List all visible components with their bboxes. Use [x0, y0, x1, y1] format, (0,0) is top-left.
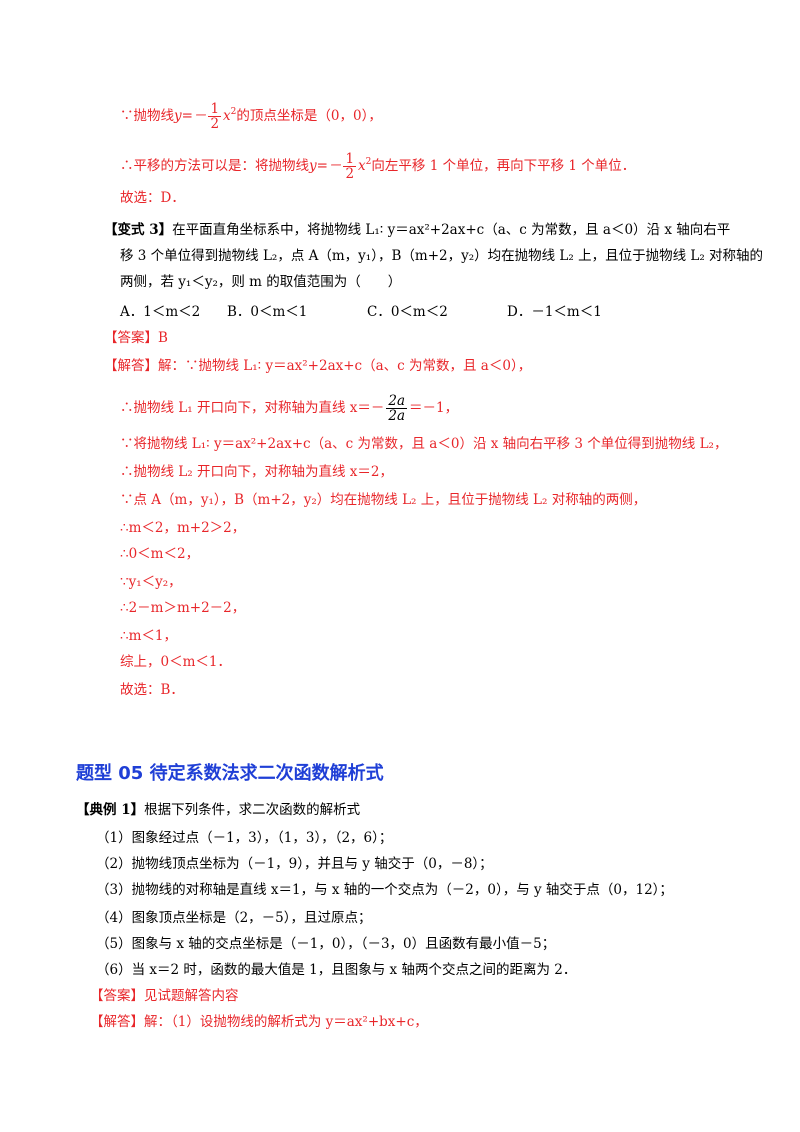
variant3-solution-line8: ∵y₁＜y₂， [120, 574, 182, 590]
example1-item-4: （4）图象顶点坐标是（2，－5），且过原点； [96, 910, 372, 926]
variant3-tag: 【变式 3】 [104, 222, 173, 238]
option-d: D．－1＜m＜1 [507, 304, 602, 320]
example1-item-2: （2）抛物线顶点坐标为（－1，9），并且与 y 轴交于（0，－8）； [96, 856, 493, 872]
variant3-question-line2: 移 3 个单位得到抛物线 L₂，点 A（m，y₁），B（m+2，y₂）均在抛物线… [120, 248, 764, 264]
section-heading: 题型 05 待定系数法求二次函数解析式 [76, 763, 384, 784]
variant3-solution-line6: ∴m＜2，m+2＞2， [120, 520, 246, 536]
example1-solution: 【解答】解：（1）设抛物线的解析式为 y＝ax²+bx+c， [90, 1014, 428, 1030]
option-b: B．0＜m＜1 [227, 304, 308, 320]
variant3-solution-line4: ∴抛物线 L₂ 开口向下，对称轴为直线 x＝2， [120, 464, 393, 480]
solution-line-choice: 故选：D． [120, 190, 185, 206]
variant3-solution-line7: ∴0＜m＜2， [120, 546, 200, 562]
variant3-solution-line3: ∵将抛物线 L₁∶ y＝ax²+2ax+c（a、c 为常数，且 a＜0）沿 x … [120, 436, 728, 452]
example1-answer: 【答案】见试题解答内容 [90, 988, 239, 1004]
option-c: C．0＜m＜2 [367, 304, 448, 320]
variant3-solution-line10: ∴m＜1， [120, 628, 177, 644]
example1-item-6: （6）当 x＝2 时，函数的最大值是 1，且图象与 x 轴两个交点之间的距离为 … [96, 962, 577, 978]
variant3-solution-line1: 【解答】解：∵抛物线 L₁∶ y＝ax²+2ax+c（a、c 为常数，且 a＜0… [104, 358, 532, 374]
example1-item-1: （1）图象经过点（－1，3），（1，3），（2，6）； [96, 830, 393, 846]
example1-tag: 【典例 1】 [76, 802, 145, 818]
variant3-question-line1: 【变式 3】在平面直角坐标系中，将抛物线 L₁∶ y＝ax²+2ax+c（a、c… [104, 222, 731, 238]
variant3-question-line3: 两侧，若 y₁＜y₂，则 m 的取值范围为（ ） [120, 274, 402, 290]
example1-intro: 【典例 1】根据下列条件，求二次函数的解析式 [76, 802, 361, 818]
variant3-solution-line5: ∵点 A（m，y₁），B（m+2，y₂）均在抛物线 L₂ 上，且位于抛物线 L₂… [120, 492, 647, 508]
variant3-answer: 【答案】B [104, 330, 168, 346]
variant3-solution-line12: 故选：B． [120, 682, 184, 698]
example1-item-5: （5）图象与 x 轴的交点坐标是（－1，0），（－3，0）且函数有最小值－5； [96, 936, 556, 952]
variant3-solution-line11: 综上，0＜m＜1． [120, 654, 231, 670]
option-a: A．1＜m＜2 [120, 304, 201, 320]
variant3-solution-line9: ∴2－m＞m+2－2， [120, 600, 246, 616]
example1-item-3: （3）抛物线的对称轴是直线 x＝1，与 x 轴的一个交点为（－2，0），与 y … [96, 882, 673, 898]
